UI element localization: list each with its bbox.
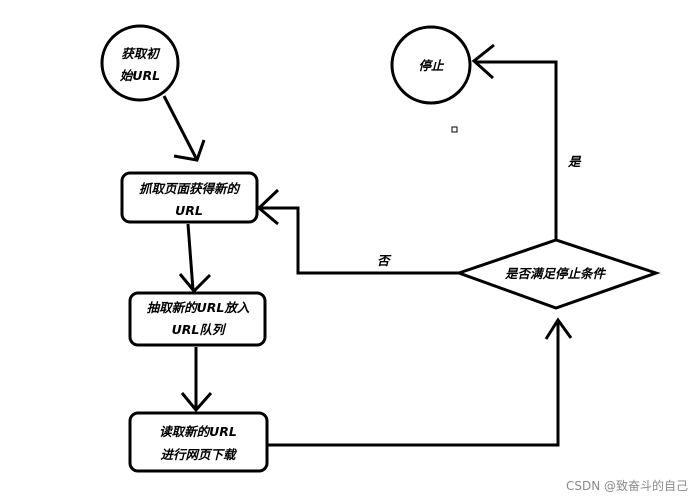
- node-start-line2: 始URL: [120, 68, 160, 83]
- node-crawl-line2: URL: [175, 203, 203, 218]
- node-read-line2: 进行网页下载: [160, 447, 238, 462]
- edge-decision-to-crawl-no: [256, 188, 459, 275]
- node-stop-label: 停止: [418, 58, 445, 73]
- edge-extract-to-read: [180, 347, 213, 413]
- node-extract-line2: URL队列: [172, 322, 227, 337]
- edge-decision-to-stop-yes: [471, 43, 558, 240]
- edge-label-no: 否: [377, 253, 392, 268]
- node-crawl: 抓取页面获得新的 URL: [120, 171, 259, 224]
- edge-crawl-to-extract: [178, 223, 212, 294]
- small-square-marker: [451, 126, 458, 133]
- edge-read-to-decision: [268, 317, 573, 447]
- node-start: 获取初 始URL: [100, 24, 180, 102]
- node-extract: 抽取新的URL放入 URL队列: [128, 291, 267, 347]
- watermark: CSDN @致奋斗的自己: [565, 479, 688, 493]
- node-read-line1: 读取新的URL: [159, 424, 237, 439]
- node-decision: 是否满足停止条件: [454, 238, 661, 310]
- node-decision-label: 是否满足停止条件: [504, 266, 607, 281]
- edge-start-to-crawl: [162, 95, 206, 162]
- node-stop: 停止: [390, 25, 472, 105]
- node-extract-line1: 抽取新的URL放入: [147, 300, 250, 315]
- edge-label-yes: 是: [567, 154, 582, 169]
- node-start-line1: 获取初: [121, 46, 161, 61]
- node-crawl-line1: 抓取页面获得新的: [139, 181, 242, 196]
- node-read: 读取新的URL 进行网页下载: [128, 411, 269, 473]
